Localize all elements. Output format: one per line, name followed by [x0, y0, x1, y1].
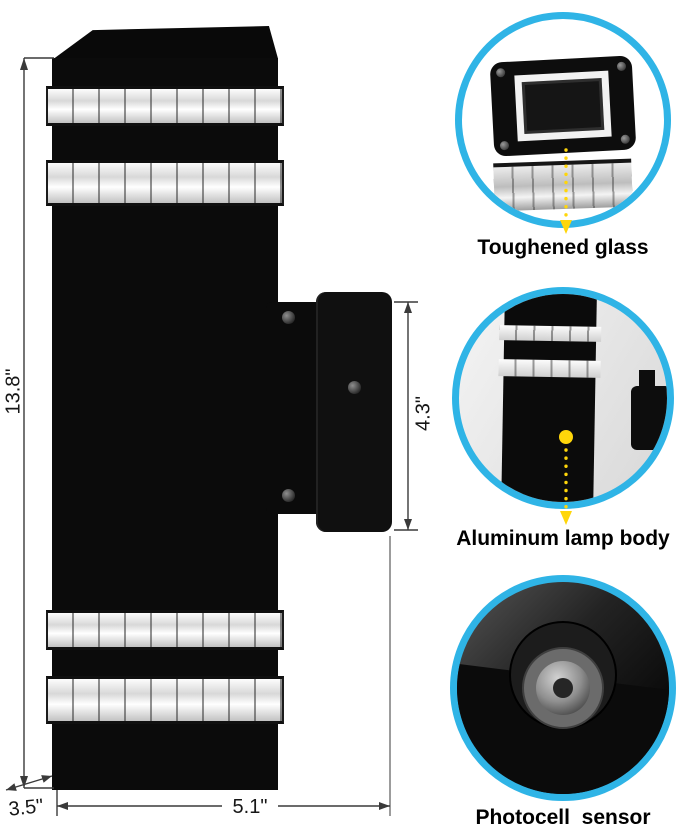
mounting-arm-closeup — [639, 370, 655, 390]
height-dimension-label: 13.8" — [2, 368, 25, 415]
mounting-plate — [316, 292, 392, 532]
glass-band-upper-2 — [46, 160, 284, 206]
photocell-sensor-core — [553, 678, 573, 698]
glass-band-upper-1 — [46, 86, 284, 126]
screw-icon — [348, 381, 361, 394]
screw-icon — [499, 140, 510, 151]
glass-strip — [499, 325, 602, 342]
label-aluminum-lamp-body: Aluminum lamp body — [456, 527, 670, 550]
label-toughened-glass: Toughened glass — [477, 236, 649, 259]
width-dimension-label: 5.1" — [222, 796, 278, 819]
screw-icon — [282, 489, 295, 502]
glass-layer-stack — [493, 158, 633, 212]
glass-strip — [498, 359, 601, 378]
glass-band-lower-2 — [46, 676, 284, 724]
callout-photocell-sensor — [450, 575, 676, 801]
callout-aluminum-body — [452, 287, 674, 509]
lamp-top-cap-photo — [489, 55, 637, 157]
screw-icon — [282, 311, 295, 324]
glass-band-lower-1 — [46, 610, 284, 650]
label-photocell-sensor: Photocell sensor — [475, 806, 651, 829]
mounting-arm-closeup — [631, 386, 667, 450]
bracket-dimension-label: 4.3" — [412, 396, 435, 431]
screw-icon — [620, 134, 631, 145]
screw-icon — [495, 67, 506, 78]
depth-dimension-label: 3.5" — [7, 795, 45, 821]
screw-icon — [616, 61, 627, 72]
lamp-body-closeup — [498, 294, 602, 502]
depth-dimension — [5, 775, 53, 791]
toughened-glass-pane — [514, 70, 612, 142]
lamp-top-face — [52, 26, 278, 60]
callout-toughened-glass — [455, 12, 671, 228]
